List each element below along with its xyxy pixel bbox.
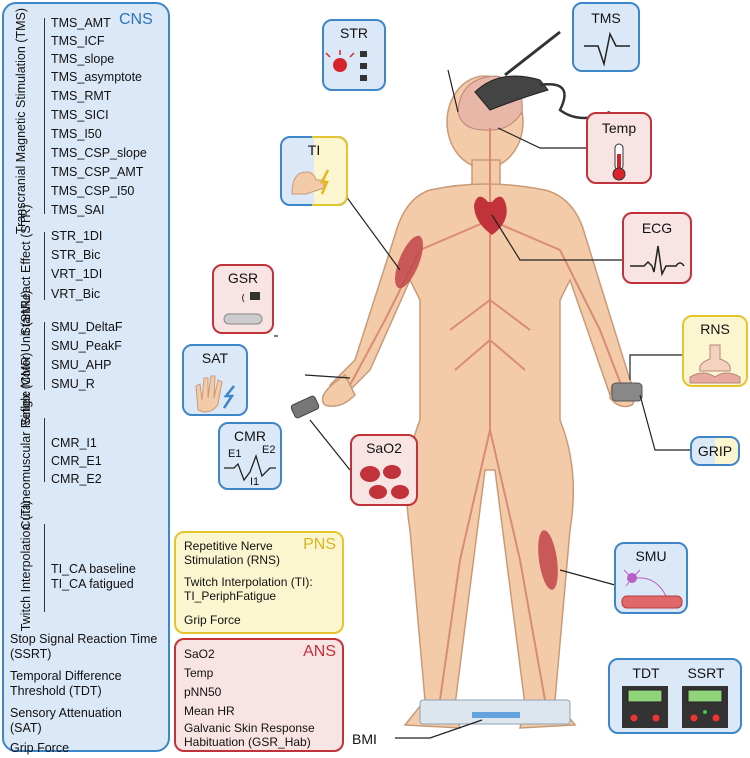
temp-box: Temp bbox=[586, 112, 652, 184]
cmr-e2-label: E2 bbox=[262, 444, 276, 456]
list-item: STR_Bic bbox=[51, 248, 101, 262]
cmr-e1-label: E1 bbox=[228, 448, 242, 460]
tdt-text: Temporal Difference Threshold (TDT) bbox=[10, 669, 122, 698]
temp-label: Temp bbox=[601, 120, 637, 136]
ans-panel: ANS SaO2 Temp pNN50 Mean HR Galvanic Ski… bbox=[174, 638, 344, 752]
ans-item-gsr: Galvanic Skin Response Habituation (GSR_… bbox=[184, 721, 315, 749]
sao2-label: SaO2 bbox=[366, 440, 402, 456]
ans-item-temp: Temp bbox=[184, 666, 214, 680]
alarm-speaker-icon bbox=[325, 50, 367, 81]
grip-box: GRIP bbox=[690, 436, 740, 466]
cmr-label: CMR bbox=[234, 428, 266, 444]
pns-grip-text: Grip Force bbox=[184, 613, 241, 627]
grip-label: GRIP bbox=[697, 443, 733, 459]
ecg-box: ECG bbox=[622, 212, 692, 284]
cmr-waveform-icon bbox=[224, 453, 276, 482]
list-item: TMS_AMT bbox=[51, 16, 111, 30]
list-item: TMS_asymptote bbox=[51, 70, 143, 84]
rns-label: RNS bbox=[700, 321, 730, 337]
reaction-timer-devices-icon bbox=[622, 686, 728, 728]
bmi-label: BMI bbox=[352, 731, 377, 747]
pns-title: PNS bbox=[303, 536, 336, 553]
cmr-box: CMR E1 E2 I1 bbox=[218, 422, 282, 490]
smu-label: SMU bbox=[635, 548, 667, 564]
sat-label: SAT bbox=[201, 350, 229, 366]
group-label-ti: Twitch Interpolation (TI) bbox=[19, 500, 33, 632]
list-item: SMU_AHP bbox=[51, 358, 112, 372]
list-item: TMS_RMT bbox=[51, 89, 112, 103]
list-item: TI_CA baseline bbox=[51, 562, 136, 576]
rns-text: Repetitive Nerve Stimulation (RNS) bbox=[184, 539, 281, 567]
flexed-arm-lightning-icon bbox=[291, 169, 330, 195]
list-item: TMS_ICF bbox=[51, 34, 105, 48]
list-item: TMS_CSP_AMT bbox=[51, 165, 144, 179]
neuromuscular-junction-icon bbox=[689, 344, 741, 384]
list-item: CMR_E2 bbox=[51, 472, 102, 486]
str-box: STR bbox=[322, 19, 386, 91]
str-label: STR bbox=[340, 25, 368, 41]
cmr-i1-label: I1 bbox=[250, 476, 260, 488]
tibialis-muscle bbox=[538, 530, 558, 590]
ti-label: TI bbox=[307, 142, 321, 158]
rns-box: RNS bbox=[682, 315, 748, 387]
ans-item-pnn50: pNN50 bbox=[184, 685, 222, 699]
motor-unit-icon bbox=[621, 569, 683, 609]
mep-waveform-icon bbox=[584, 31, 630, 67]
pns-panel: PNS Repetitive Nerve Stimulation (RNS) T… bbox=[174, 531, 344, 634]
ti-periph-text: Twitch Interpolation (TI): TI_PeriphFati… bbox=[184, 575, 313, 603]
gsr-box: GSR bbox=[212, 264, 274, 334]
sat-box: SAT bbox=[182, 344, 248, 416]
ans-item-meanhr: Mean HR bbox=[184, 704, 235, 718]
list-item: CMR_I1 bbox=[51, 436, 97, 450]
tms-label: TMS bbox=[591, 10, 621, 26]
list-item: TMS_slope bbox=[51, 52, 115, 66]
ecg-waveform-icon bbox=[630, 245, 685, 277]
gsr-label: GSR bbox=[227, 270, 259, 286]
pulse-oximeter bbox=[290, 395, 320, 419]
gsr-sensor-icon bbox=[223, 292, 263, 325]
sat-text: Sensory Attenuation (SAT) bbox=[10, 706, 122, 735]
red-blood-cells-icon bbox=[360, 465, 409, 499]
sao2-box: SaO2 bbox=[350, 434, 418, 506]
ti-box: TI bbox=[280, 136, 348, 206]
cns-panel: CNS Transcranial Magnetic Stimulation (T… bbox=[2, 2, 170, 755]
tms-box: TMS bbox=[572, 2, 640, 72]
ssrt-text: Stop Signal Reaction Time (SSRT) bbox=[10, 632, 158, 661]
thermometer-icon bbox=[612, 143, 626, 181]
grip-device bbox=[611, 382, 643, 402]
ssrt-label: SSRT bbox=[687, 665, 725, 681]
grip-force-text: Grip Force bbox=[10, 741, 70, 755]
ans-item-sao2: SaO2 bbox=[184, 647, 215, 661]
list-item: SMU_PeakF bbox=[51, 339, 122, 353]
list-item: VRT_Bic bbox=[51, 287, 101, 301]
ans-title: ANS bbox=[303, 643, 336, 660]
smu-box: SMU bbox=[614, 542, 688, 614]
tdt-ssrt-box: TDT SSRT bbox=[608, 658, 742, 734]
list-item: TMS_I50 bbox=[51, 127, 102, 141]
cns-title: CNS bbox=[119, 11, 153, 28]
list-item: CMR_E1 bbox=[51, 454, 102, 468]
hand-lightning-icon bbox=[195, 375, 235, 413]
leader-lines bbox=[274, 69, 690, 739]
list-item: TMS_SAI bbox=[51, 203, 105, 217]
list-item: SMU_R bbox=[51, 377, 95, 391]
tdt-label: TDT bbox=[632, 665, 660, 681]
list-item: TMS_CSP_slope bbox=[51, 146, 147, 160]
list-item: STR_1DI bbox=[51, 229, 103, 243]
list-item: VRT_1DI bbox=[51, 267, 103, 281]
list-item: TI_CA fatigued bbox=[51, 577, 134, 591]
ecg-label: ECG bbox=[641, 220, 673, 236]
group-label-tms: Transcranial Magnetic Stimulation (TMS) bbox=[14, 8, 28, 234]
biceps-muscle bbox=[395, 235, 423, 289]
list-item: TMS_SICI bbox=[51, 108, 109, 122]
list-item: SMU_DeltaF bbox=[51, 320, 123, 334]
list-item: TMS_CSP_I50 bbox=[51, 184, 135, 198]
